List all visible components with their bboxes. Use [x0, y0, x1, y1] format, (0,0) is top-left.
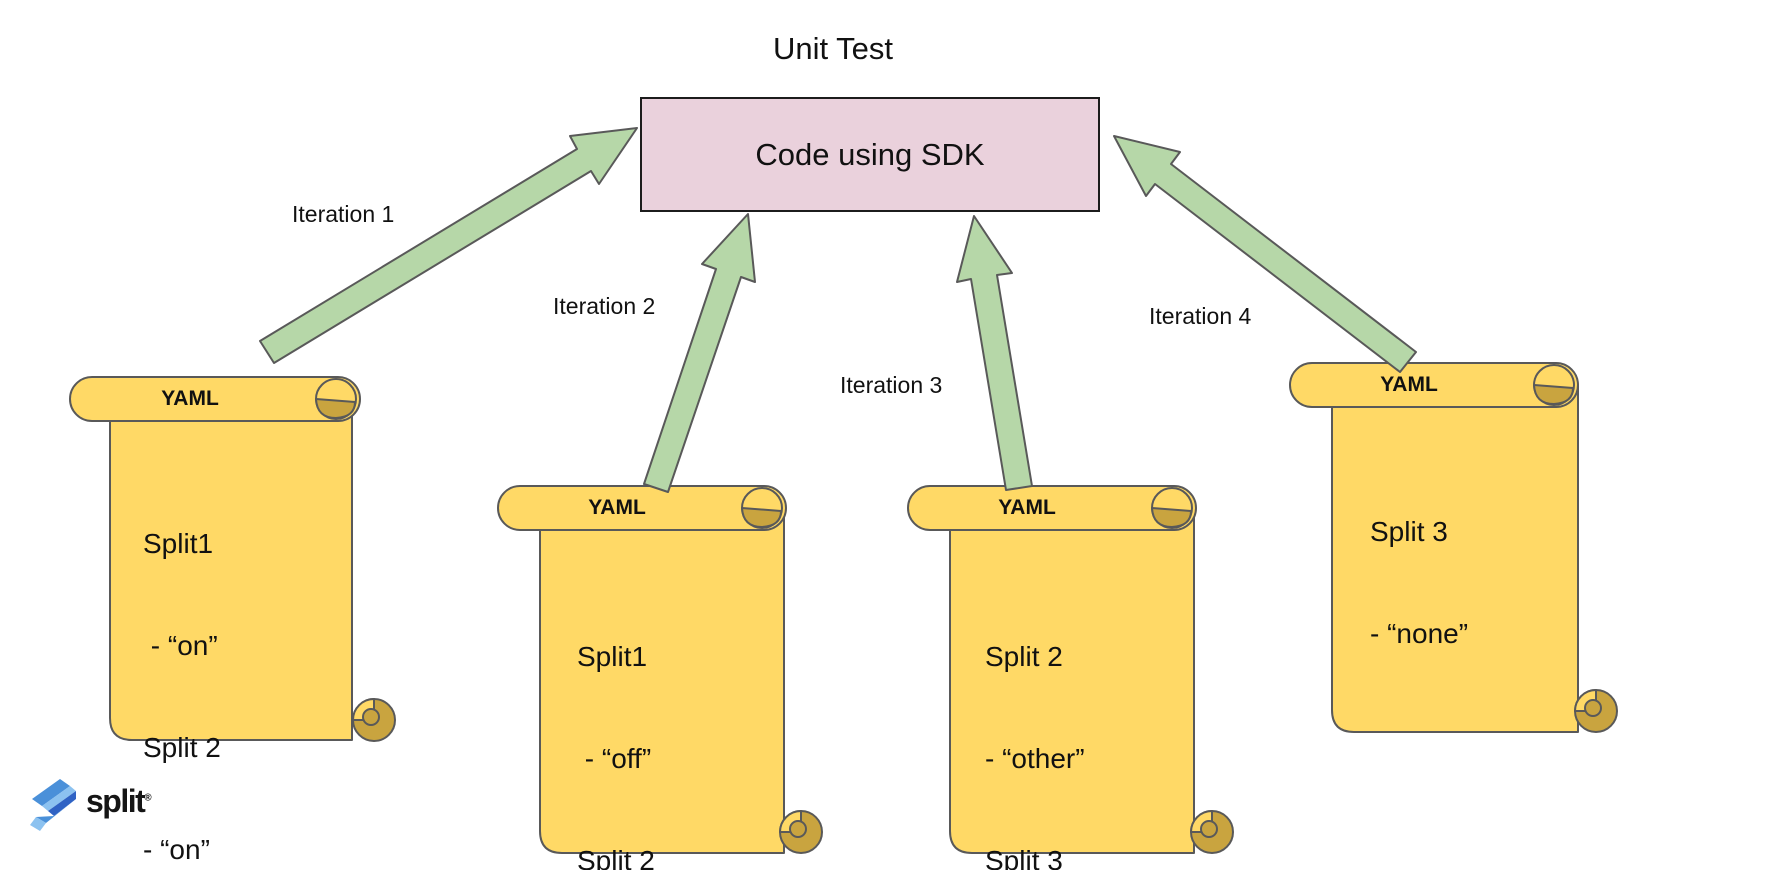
scroll-bottom-curl-center — [789, 820, 807, 838]
scroll-line: Split 3 — [985, 845, 1063, 870]
scroll-body — [949, 507, 1195, 854]
iteration-3-arrow — [956, 215, 1033, 491]
scroll-line: Split 2 — [577, 845, 655, 870]
scroll-cap — [907, 485, 1197, 531]
iteration-2-arrow — [643, 213, 756, 493]
code-using-sdk-box: Code using SDK — [640, 97, 1100, 212]
scroll-2-header: YAML — [588, 496, 646, 519]
page-title: Unit Test — [772, 31, 894, 66]
split-logo-icon — [30, 779, 76, 831]
scroll-line: Split1 — [143, 528, 214, 559]
scroll-line: Split 2 — [143, 732, 221, 763]
iteration-4-arrow — [1113, 135, 1417, 373]
scroll-line: Split1 — [577, 641, 648, 672]
scroll-3-header: YAML — [998, 496, 1056, 519]
logo-ribbon-dark — [48, 791, 76, 816]
scroll-line: Split 2 — [985, 641, 1063, 672]
scroll-bottom-curl-center — [362, 708, 380, 726]
scroll-body — [109, 398, 353, 741]
scroll-body — [1331, 384, 1579, 733]
yaml-scroll-3-shape — [907, 485, 1234, 854]
iteration-3-label: Iteration 3 — [840, 372, 943, 398]
iteration-1-arrow — [259, 127, 638, 364]
scroll-4-content: Split 3 - “none” — [1370, 447, 1468, 719]
scroll-1-content: Split1 - “on” Split 2 - “on” Split 3 - “… — [143, 459, 232, 870]
scroll-3-content: Split 2 - “other” Split 3 - “low” — [985, 572, 1085, 870]
scroll-line: - “none” — [1370, 618, 1469, 649]
split-logo: split® — [30, 779, 152, 835]
scroll-cap — [497, 485, 787, 531]
logo-ribbon-top — [32, 779, 70, 806]
scroll-cap-curl-leaf — [1533, 384, 1574, 405]
logo-text: split — [86, 783, 146, 819]
yaml-scroll-2-shape — [497, 485, 823, 854]
logo-ribbon-tail — [30, 817, 46, 831]
scroll-4-header: YAML — [1380, 373, 1438, 396]
iteration-1-label: Iteration 1 — [292, 201, 395, 227]
scroll-cap-curl-leaf — [741, 507, 782, 528]
scroll-cap — [69, 376, 361, 422]
logo-ribbon-bottom — [36, 799, 76, 823]
logo-ribbon-light — [42, 786, 76, 811]
scroll-line: - “off” — [577, 743, 652, 774]
code-box-label: Code using SDK — [755, 136, 985, 172]
scroll-cap-curl-leaf — [1151, 507, 1192, 528]
scroll-1-header: YAML — [161, 387, 219, 410]
iteration-2-label: Iteration 2 — [553, 293, 656, 319]
scroll-line: - “on” — [143, 834, 210, 865]
scroll-line: Split 3 — [1370, 516, 1448, 547]
split-logo-wordmark: split® — [86, 783, 152, 820]
scroll-cap — [1289, 362, 1579, 408]
scroll-bottom-curl-center — [1200, 820, 1218, 838]
yaml-scroll-1-shape — [69, 376, 396, 742]
scroll-body — [539, 507, 785, 854]
scroll-bottom-curl-center — [1584, 699, 1602, 717]
scroll-line: - “on” — [143, 630, 218, 661]
iteration-4-label: Iteration 4 — [1149, 303, 1252, 329]
scroll-line: - “other” — [985, 743, 1085, 774]
registered-mark: ® — [144, 792, 152, 804]
scroll-2-content: Split1 - “off” Split 2 - “off” Split 3 -… — [577, 572, 712, 870]
scroll-cap-curl-leaf — [315, 398, 356, 419]
yaml-scroll-4-shape — [1289, 362, 1618, 733]
